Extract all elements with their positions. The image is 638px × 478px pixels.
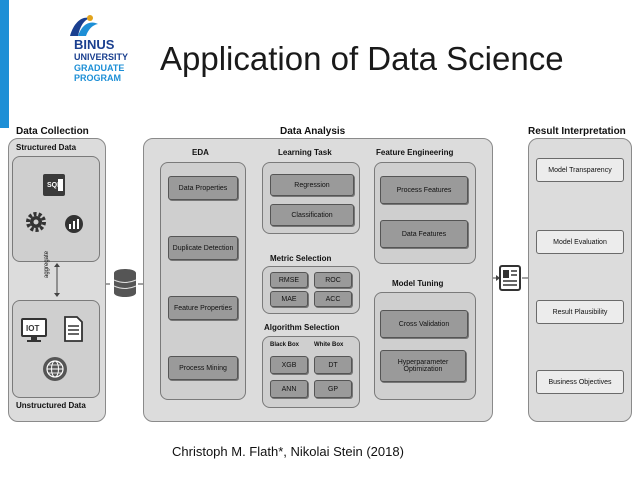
learning-item-classification: Classification (270, 204, 354, 226)
logo-emblem-icon (70, 15, 98, 36)
tuning-item-hyperparameter-optimization: Hyperparameter Optimization (380, 350, 466, 382)
page-title: Application of Data Science (160, 40, 564, 77)
feature-item-process-features: Process Features (380, 176, 468, 204)
iot-monitor-icon: IOT (20, 316, 48, 344)
collection-header: Data Collection (16, 126, 89, 137)
learning-task-title: Learning Task (278, 148, 332, 157)
algorithm-item-dt: DT (314, 356, 352, 374)
algorithm-item-ann: ANN (270, 380, 308, 398)
tuning-item-cross-validation: Cross Validation (380, 310, 468, 338)
algorithm-item-xgb: XGB (270, 356, 308, 374)
aggregate-arrow (52, 262, 62, 298)
interpretation-item-model-transparency: Model Transparency (536, 158, 624, 182)
logo-line-2: GRADUATE (74, 63, 125, 73)
analysis-header: Data Analysis (280, 126, 346, 137)
metric-item-mae: MAE (270, 291, 308, 307)
gear-icon (24, 210, 48, 234)
eda-item-feature-properties: Feature Properties (168, 296, 238, 320)
globe-icon (42, 356, 68, 382)
metric-item-acc: ACC (314, 291, 352, 307)
structured-data-label: Structured Data (16, 143, 77, 152)
report-icon (498, 264, 522, 292)
sql-icon-label: SQL (47, 182, 62, 189)
structured-data-box (12, 156, 100, 262)
aggregate-label: aggregate (44, 250, 50, 278)
feature-item-data-features: Data Features (380, 220, 468, 248)
metric-item-rmse: RMSE (270, 272, 308, 288)
feature-engineering-title: Feature Engineering (376, 148, 454, 157)
eda-item-process-mining: Process Mining (168, 356, 238, 380)
algorithm-item-gp: GP (314, 380, 352, 398)
eda-item-duplicate-detection: Duplicate Detection (168, 236, 238, 260)
eda-title: EDA (192, 148, 209, 157)
learning-item-regression: Regression (270, 174, 354, 196)
black-box-label: Black Box (270, 342, 300, 348)
logo-name: BINUS (74, 37, 115, 52)
white-box-label: White Box (314, 342, 344, 348)
citation-caption: Christoph M. Flath*, Nikolai Stein (2018… (172, 444, 404, 459)
logo-line-3: PROGRAM (74, 73, 121, 83)
interpretation-item-business-objectives: Business Objectives (536, 370, 624, 394)
model-tuning-box (374, 292, 476, 400)
interpretation-header: Result Interpretation (528, 126, 626, 137)
iot-icon-label: IOT (26, 324, 39, 333)
sql-database-icon: SQL (41, 172, 67, 198)
binus-logo (56, 10, 148, 92)
logo-line-1: UNIVERSITY (74, 52, 129, 62)
unstructured-data-box (12, 300, 100, 398)
interpretation-item-result-plausibility: Result Plausibility (536, 300, 624, 324)
interpretation-item-model-evaluation: Model Evaluation (536, 230, 624, 254)
eda-item-data-properties: Data Properties (168, 176, 238, 200)
unstructured-data-label: Unstructured Data (16, 401, 86, 410)
database-icon (112, 268, 138, 298)
metric-selection-title: Metric Selection (270, 254, 332, 263)
model-tuning-title: Model Tuning (392, 279, 444, 288)
metric-item-roc: ROC (314, 272, 352, 288)
document-icon (62, 316, 84, 342)
analytics-chart-icon (64, 214, 84, 234)
algorithm-selection-title: Algorithm Selection (264, 323, 340, 332)
accent-strip (0, 0, 9, 128)
